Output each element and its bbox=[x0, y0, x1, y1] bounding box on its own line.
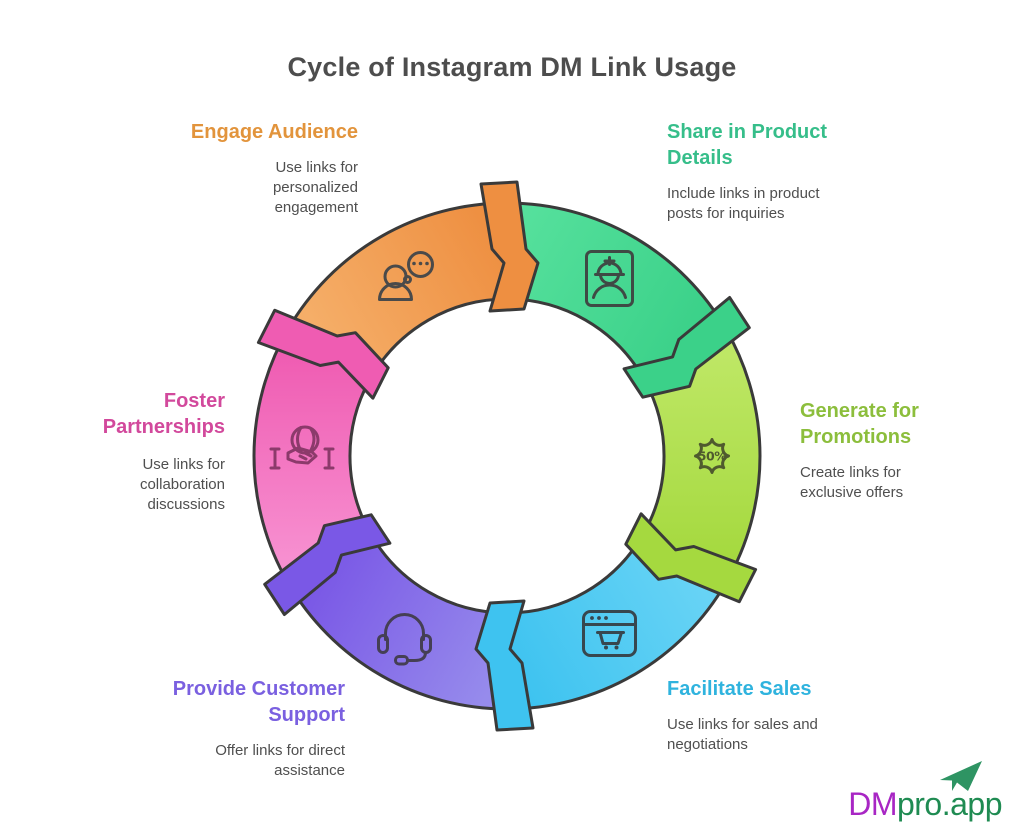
microphone bbox=[394, 655, 409, 666]
bubble-dot bbox=[418, 261, 423, 266]
flow-arrow-share-in-product-details bbox=[622, 296, 751, 399]
segment-description: Create links for exclusive offers bbox=[800, 464, 904, 501]
segment-description: Use links for personalized engagement bbox=[272, 159, 358, 216]
browser-dot bbox=[597, 616, 601, 620]
clasped-hands bbox=[286, 446, 318, 465]
flow-arrow-foster-partnerships bbox=[256, 308, 390, 400]
cart-wheel bbox=[604, 645, 608, 650]
bubble-dot bbox=[412, 261, 416, 266]
segment-description: Use links for collaboration discussions bbox=[139, 456, 225, 513]
cart-wheel bbox=[614, 645, 619, 650]
segment-heading: Foster Partnerships bbox=[102, 390, 225, 438]
worker-badge-icon bbox=[585, 250, 634, 307]
flow-arrows bbox=[256, 180, 758, 732]
segment-description: Use links for sales and negotiations bbox=[667, 716, 818, 753]
cuff-right bbox=[323, 447, 335, 470]
browser-window bbox=[582, 610, 637, 657]
browser-dot bbox=[604, 616, 608, 620]
segment-heading: Share in Product Details bbox=[667, 121, 828, 169]
flow-arrow-generate-for-promotions bbox=[624, 512, 758, 604]
headset-icon bbox=[377, 613, 432, 666]
page-title: Cycle of Instagram DM Link Usage bbox=[287, 52, 737, 82]
label-generate-for-promotions: Generate for Promotions Create links for… bbox=[800, 398, 919, 503]
label-provide-customer-support: Provide Customer Support Offer links for… bbox=[173, 676, 345, 781]
face bbox=[599, 273, 620, 285]
shoulders bbox=[592, 283, 627, 299]
segment-heading: Engage Audience bbox=[190, 121, 358, 143]
bubble-tail bbox=[403, 275, 412, 284]
cuff-left bbox=[269, 447, 281, 470]
person-chat-icon bbox=[378, 251, 434, 301]
bubble-dot bbox=[425, 261, 429, 266]
segment-heading: Facilitate Sales bbox=[667, 678, 812, 700]
shopping-cart bbox=[596, 631, 625, 645]
flow-arrow-provide-customer-support bbox=[263, 513, 392, 616]
headband bbox=[384, 613, 425, 641]
browser-cart-icon bbox=[582, 610, 637, 657]
mic-boom bbox=[406, 651, 427, 662]
browser-dot bbox=[590, 616, 594, 620]
ear-cup-left bbox=[377, 634, 389, 654]
segment-description: Offer links for direct assistance bbox=[215, 742, 345, 779]
flow-arrow-engage-audience bbox=[479, 180, 540, 313]
segment-heading: Provide Customer Support bbox=[172, 678, 345, 726]
flow-arrow-facilitate-sales bbox=[474, 599, 535, 732]
hand-fingers bbox=[298, 451, 313, 461]
globe-meridian bbox=[309, 427, 316, 452]
label-foster-partnerships: Foster Partnerships Use links for collab… bbox=[103, 388, 225, 515]
label-facilitate-sales: Facilitate Sales Use links for sales and… bbox=[667, 676, 818, 755]
thought-bubble bbox=[407, 251, 434, 278]
dmpro-logo: DMpro.app bbox=[848, 761, 1003, 822]
logo-prefix: DM bbox=[848, 786, 897, 822]
helmet bbox=[596, 261, 623, 276]
segment-heading: Generate for Promotions bbox=[800, 400, 919, 448]
label-engage-audience: Engage Audience Use links for personaliz… bbox=[191, 119, 358, 218]
segment-description: Include links in product posts for inqui… bbox=[667, 185, 820, 222]
discount-text: 50% bbox=[698, 449, 727, 464]
handshake-globe-icon bbox=[269, 425, 335, 470]
discount-badge-icon: 50% bbox=[694, 438, 730, 474]
person-shoulders bbox=[378, 282, 413, 301]
logo-suffix: pro.app bbox=[896, 786, 1003, 822]
badge-card bbox=[585, 250, 634, 307]
label-share-in-product-details: Share in Product Details Include links i… bbox=[667, 119, 827, 224]
segment-icons: 50% bbox=[269, 250, 730, 666]
paper-plane-icon bbox=[940, 761, 982, 791]
scalloped-badge bbox=[694, 438, 730, 474]
